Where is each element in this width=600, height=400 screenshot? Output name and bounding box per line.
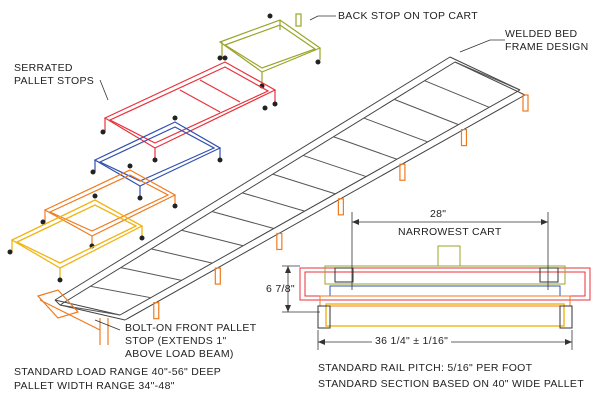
bed-crossbar [302, 154, 367, 178]
front-stop [36, 289, 109, 345]
orange-brackets [153, 94, 529, 320]
label-welded-bed-1: WELDED BED [505, 28, 578, 40]
bed-crossbar [242, 192, 305, 212]
leader-lines [94, 15, 505, 331]
label-welded-bed-2: FRAME DESIGN [505, 41, 589, 53]
orange-bracket [460, 129, 468, 147]
label-width-range: PALLET WIDTH RANGE 34"-48" [14, 380, 175, 392]
bed-crossbar [151, 248, 213, 264]
label-section: STANDARD SECTION BASED ON 40" WIDE PALLE… [318, 378, 584, 390]
bed-crossbar [394, 98, 459, 126]
bed-crossbar [181, 229, 244, 247]
label-back-stop: BACK STOP ON TOP CART [338, 10, 478, 22]
label-rail-pitch: STANDARD RAIL PITCH: 5/16" PER FOOT [318, 362, 533, 374]
label-load-range: STANDARD LOAD RANGE 40"-56" DEEP [14, 366, 222, 378]
label-bolt-on-1: BOLT-ON FRONT PALLET [125, 322, 257, 334]
back-stop-cart [218, 13, 322, 85]
label-serrated-1: SERRATED [14, 62, 73, 74]
orange-bracket [153, 302, 160, 320]
label-bolt-on-2: STOP (EXTENDS 1" [125, 335, 227, 347]
label-dim-3614: 36 1/4" ± 1/16" [372, 335, 452, 347]
label-serrated-2: PALLET STOPS [14, 75, 95, 87]
bed-crossbar [454, 61, 521, 91]
orange-cart-wheels [40, 163, 178, 249]
dimension-lines [282, 212, 573, 350]
bed-crossbar [363, 117, 428, 143]
orange-bracket [337, 198, 344, 216]
bed-crossbar [90, 285, 151, 299]
label-bolt-on-3: ABOVE LOAD BEAM) [125, 348, 234, 360]
orange-bracket [214, 267, 221, 285]
bed-crossbar [333, 136, 398, 160]
label-narrowest-cart: NARROWEST CART [398, 226, 502, 238]
bed-crossbar [211, 211, 274, 229]
section-view [299, 245, 591, 329]
bed-crossbar [59, 304, 121, 316]
red-cart [103, 61, 277, 160]
orange-bracket [276, 232, 283, 251]
dimension-arrows [285, 219, 572, 345]
label-dim-28: 28" [430, 208, 447, 220]
bed-crossbar [424, 80, 490, 108]
red-cart-wheels [100, 55, 278, 163]
orange-bracket [522, 94, 529, 112]
main-rail-frame [54, 56, 526, 321]
label-dim-678: 6 7/8" [266, 283, 295, 295]
orange-bracket [399, 163, 406, 181]
blue-cart-wheels [90, 115, 223, 201]
bed-crossbar [272, 173, 336, 195]
bed-crossbar [120, 267, 182, 281]
yellow-cart-wheels [7, 193, 145, 283]
yellow-cart [10, 199, 144, 280]
bed-crossbars [59, 61, 521, 316]
